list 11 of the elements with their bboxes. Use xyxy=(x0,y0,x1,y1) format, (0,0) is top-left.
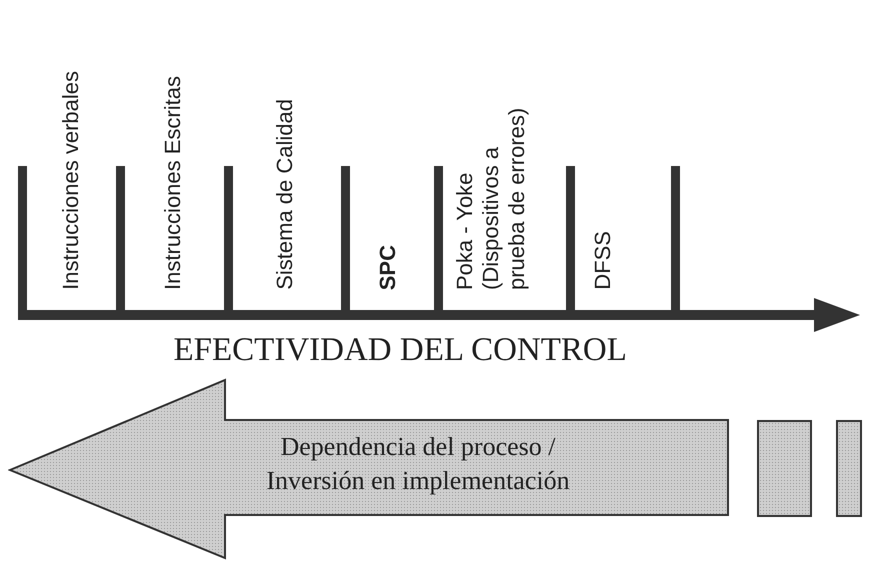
block-arrow xyxy=(8,378,732,560)
bar-segment xyxy=(757,420,812,517)
scale-label: Instrucciones verbales xyxy=(58,71,84,290)
axis-title: EFECTIVIDAD DEL CONTROL xyxy=(174,332,627,369)
arrow-text: Dependencia del proceso / Inversión en implementación xyxy=(265,431,571,497)
scale-label: DFSS xyxy=(590,231,616,290)
scale-label: Instrucciones Escritas xyxy=(160,76,186,290)
scale-label: Sistema de Calidad xyxy=(272,99,298,290)
scale-label: SPC xyxy=(375,245,401,290)
bar-segment xyxy=(836,420,862,517)
scale-label: Poka - Yoke (Dispositivos a prueba de errores) xyxy=(452,106,530,290)
